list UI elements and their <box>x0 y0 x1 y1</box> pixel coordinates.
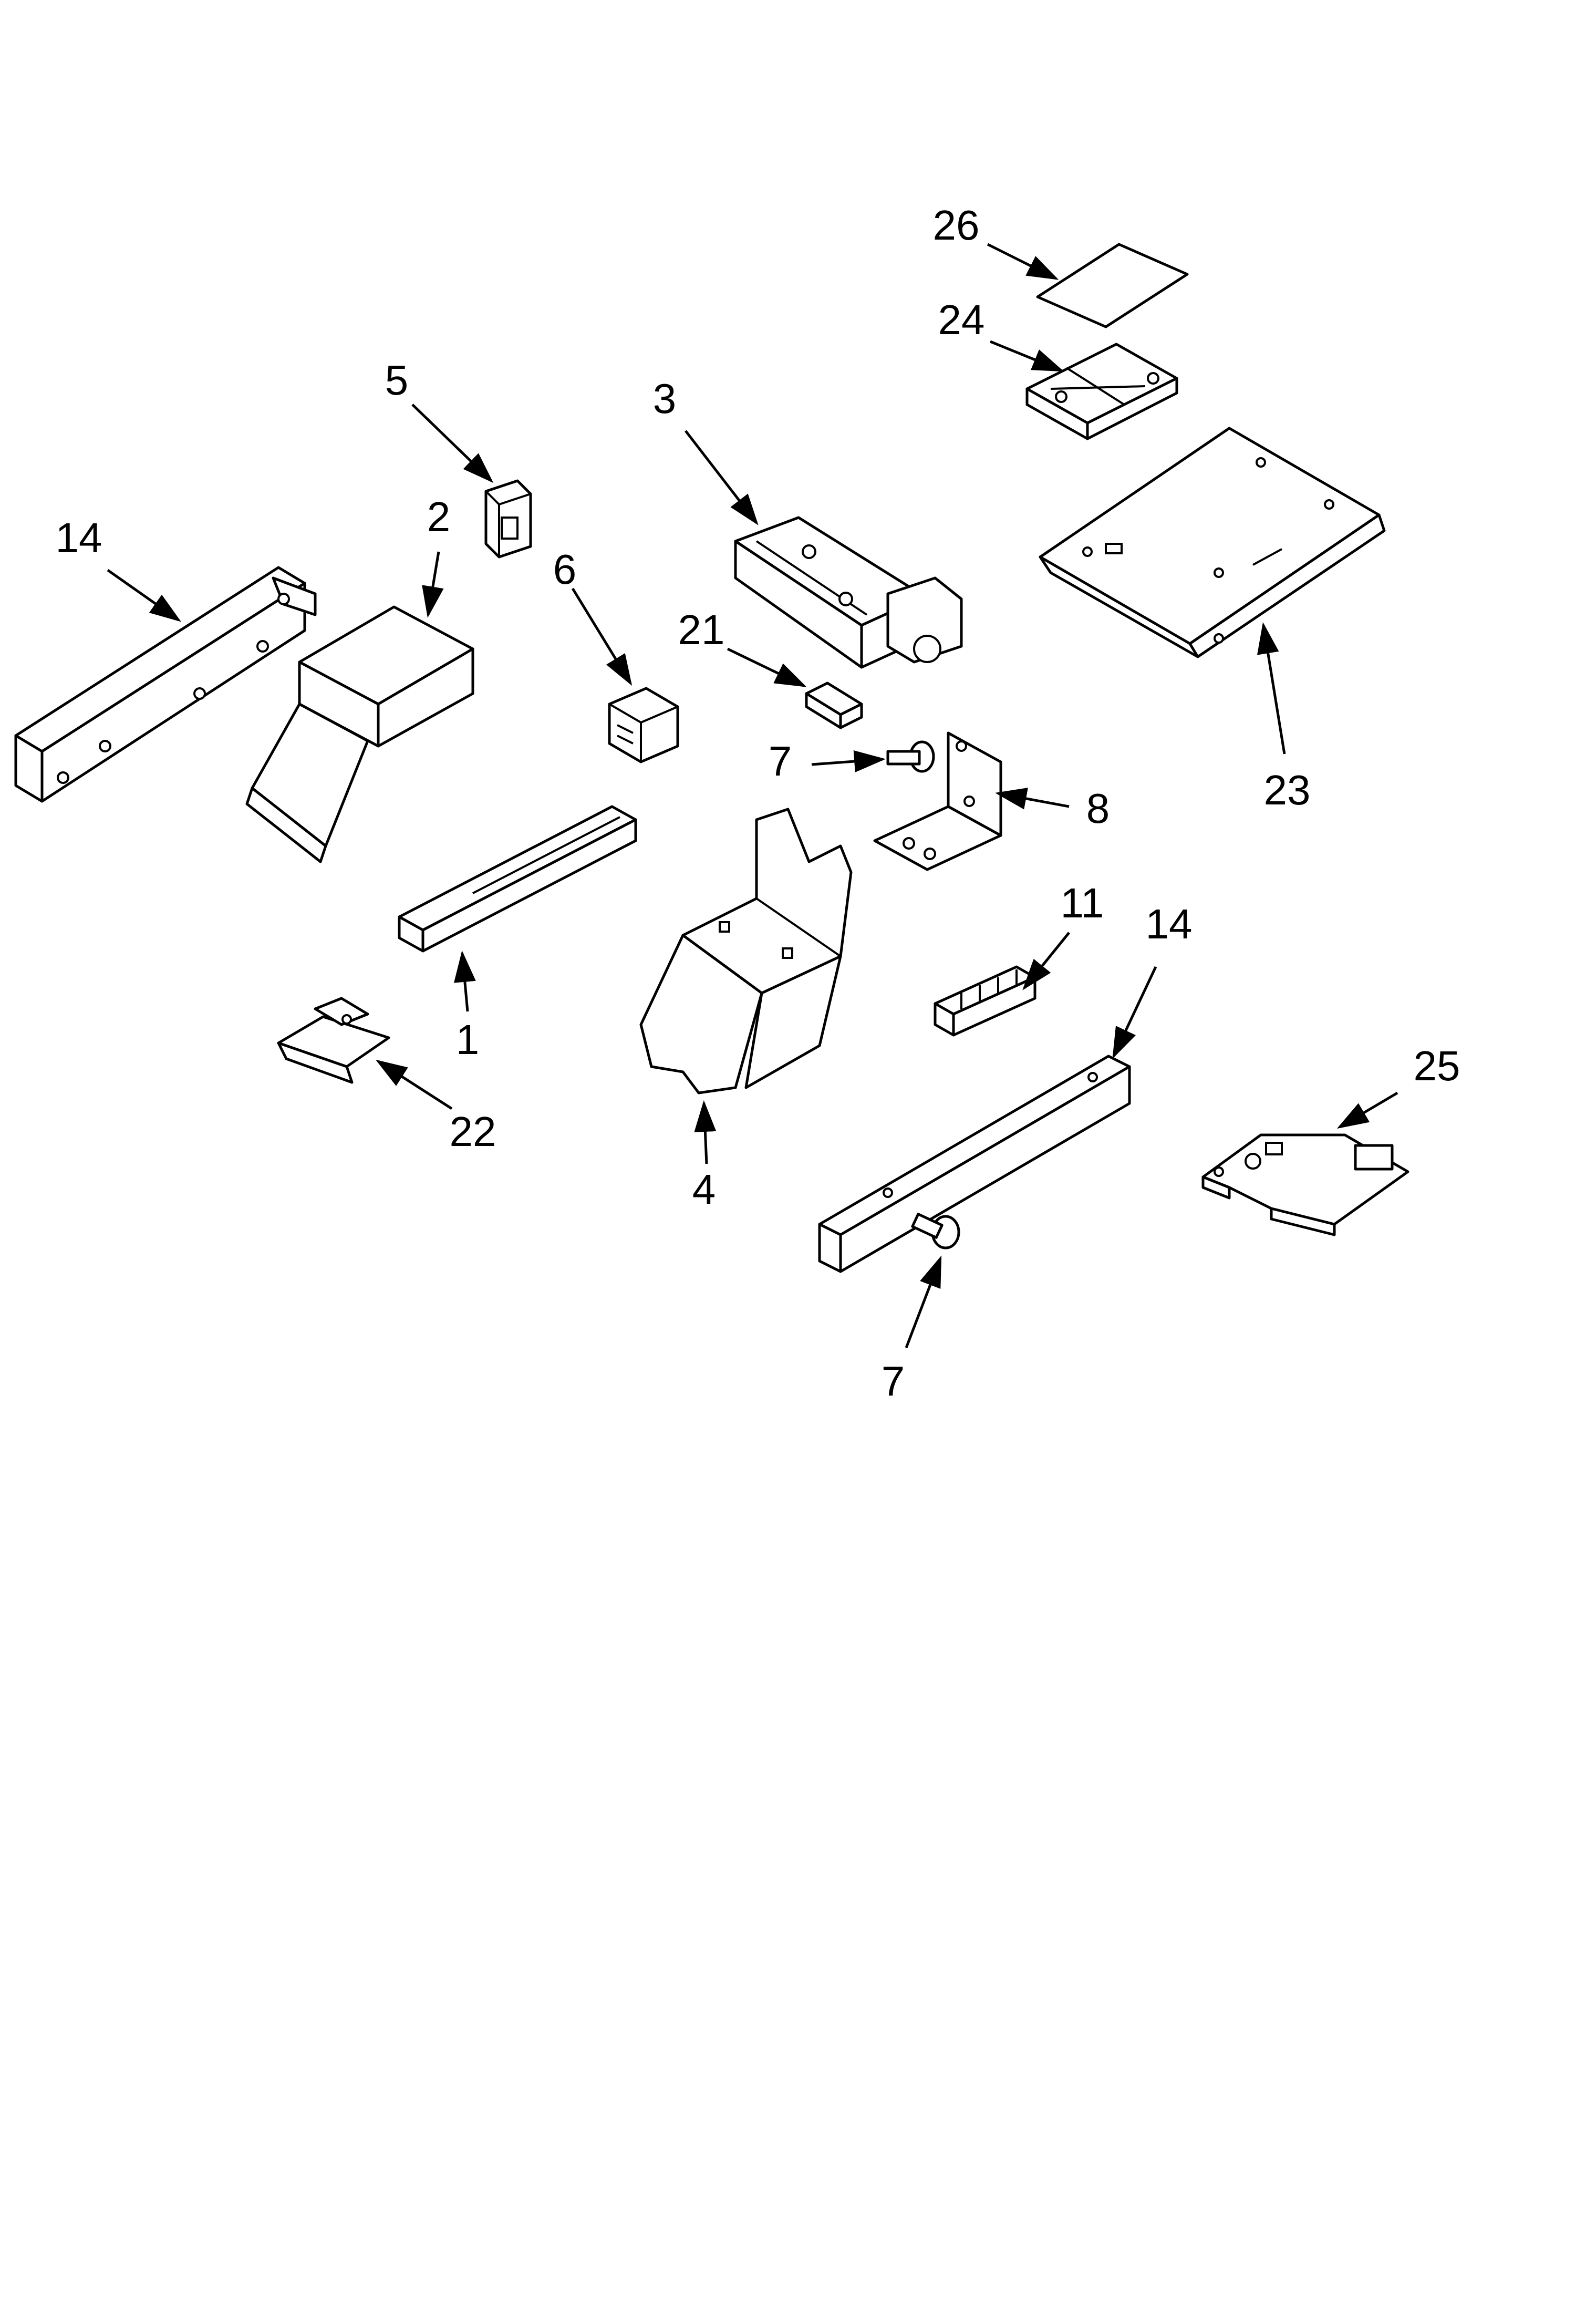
leader-14b <box>1112 966 1157 1059</box>
callout-5: 5 <box>385 357 409 404</box>
part-8-bracket <box>873 731 1002 871</box>
callout-23: 23 <box>1264 767 1311 813</box>
leader-23 <box>1257 622 1286 755</box>
part-6-transformer <box>608 687 679 763</box>
leader-14a <box>107 569 181 622</box>
leader-22 <box>375 1059 453 1110</box>
callout-7-lower: 7 <box>882 1358 905 1404</box>
leader-26 <box>987 243 1059 280</box>
part-14-left-rail <box>14 566 317 803</box>
callout-8: 8 <box>1086 785 1110 832</box>
leader-3 <box>685 430 759 525</box>
part-14-right-rail <box>818 1055 1131 1273</box>
leader-8 <box>995 788 1070 810</box>
leader-21 <box>727 647 807 687</box>
callout-7-upper: 7 <box>769 738 792 784</box>
callout-14-left: 14 <box>56 514 102 561</box>
part-24-tray <box>1025 343 1178 440</box>
callout-labels: 26 24 5 3 2 14 6 21 7 8 23 11 14 1 25 22… <box>56 202 1460 1404</box>
part-5-switch <box>484 479 532 559</box>
part-22-small-plate <box>277 997 390 1084</box>
callout-4: 4 <box>692 1166 716 1213</box>
callout-3: 3 <box>653 375 677 422</box>
callout-25: 25 <box>1414 1042 1460 1089</box>
callout-26: 26 <box>933 202 980 249</box>
callout-2: 2 <box>427 493 451 540</box>
part-26-label-sheet <box>1036 243 1189 328</box>
part-7-screw-lower <box>911 1213 960 1249</box>
part-1-channel <box>398 805 637 953</box>
leader-6 <box>571 587 633 686</box>
leader-7a <box>811 750 886 772</box>
part-11-terminal-strip <box>934 965 1036 1037</box>
part-25-circuit-board <box>1201 1133 1409 1236</box>
leader-7b <box>905 1255 942 1348</box>
leader-2 <box>422 551 444 618</box>
leader-11 <box>1022 932 1070 990</box>
part-7-screw-upper <box>886 740 935 773</box>
callout-24: 24 <box>938 296 985 343</box>
callout-14-right: 14 <box>1146 901 1193 947</box>
callout-21: 21 <box>678 606 725 653</box>
callout-6: 6 <box>553 546 577 593</box>
leader-1 <box>453 951 476 1012</box>
part-3-motor-assembly <box>734 516 963 669</box>
callout-22: 22 <box>450 1108 496 1155</box>
callout-1: 1 <box>456 1016 480 1063</box>
leader-25 <box>1336 1091 1398 1129</box>
part-23-base-plate <box>1039 427 1386 658</box>
leader-lines <box>107 243 1398 1348</box>
part-21-terminal-block <box>805 681 863 729</box>
leader-5 <box>411 404 494 483</box>
part-4-shield <box>639 808 853 1094</box>
leader-4 <box>694 1100 717 1164</box>
callout-11: 11 <box>1060 880 1104 926</box>
part-2-duct <box>245 605 474 863</box>
leader-24 <box>990 340 1064 372</box>
